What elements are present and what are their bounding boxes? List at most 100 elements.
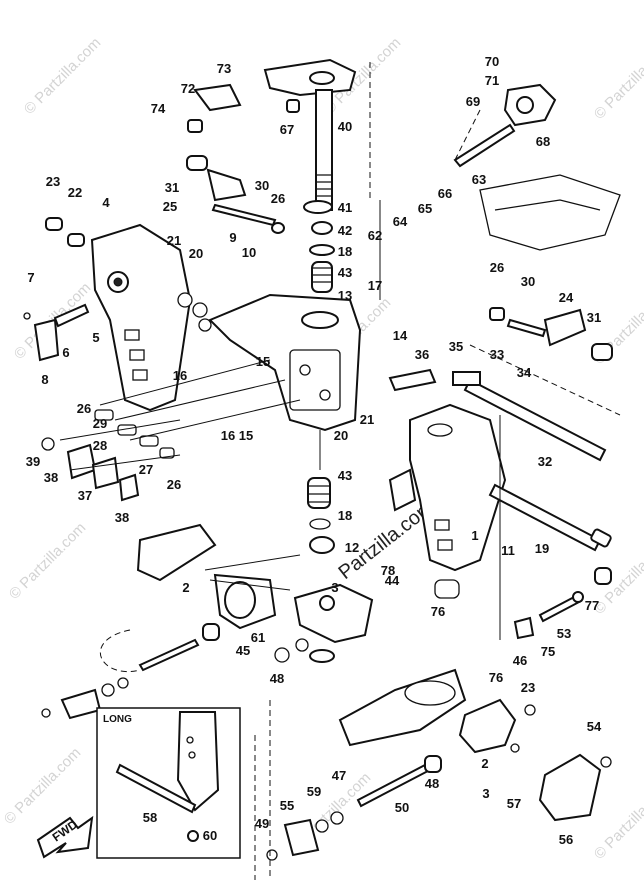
part-callout-43: 43 [338, 265, 352, 280]
part-callout-53: 53 [557, 626, 571, 641]
part-callout-73: 73 [217, 61, 231, 76]
part-callout-14: 14 [393, 328, 408, 343]
part-callout-49: 49 [255, 816, 269, 831]
part-callout-27: 27 [139, 462, 153, 477]
part-callout-10: 10 [242, 245, 256, 260]
part-callout-13: 13 [338, 288, 352, 303]
part-callout-77: 77 [585, 598, 599, 613]
part-callout-50: 50 [395, 800, 409, 815]
watermark: © Partzilla.com [21, 34, 104, 117]
part-callout-33: 33 [490, 347, 504, 362]
part-callout-26: 26 [490, 260, 504, 275]
part-callout-15: 15 [239, 428, 253, 443]
part-callout-48: 48 [270, 671, 284, 686]
part-callout-36: 36 [415, 347, 429, 362]
part-callout-69: 69 [466, 94, 480, 109]
part-callout-16: 16 [221, 428, 235, 443]
part-callout-11: 11 [501, 543, 515, 558]
part-callout-6: 6 [62, 345, 69, 360]
tilt-pin-parts [23, 217, 212, 362]
part-callout-39: 39 [26, 454, 40, 469]
thru-tube [388, 368, 612, 552]
part-callout-23: 23 [46, 174, 60, 189]
part-callout-32: 32 [538, 454, 552, 469]
swivel-bracket [208, 293, 362, 432]
part-callout-59: 59 [307, 784, 321, 799]
part-callout-65: 65 [418, 201, 432, 216]
part-callout-30: 30 [521, 274, 535, 289]
part-callout-61: 61 [251, 630, 265, 645]
forward-arrow: FWD [36, 815, 94, 859]
part-callout-25: 25 [163, 199, 177, 214]
watermark: © Partzilla.com [591, 39, 644, 122]
lower-right-bolts [434, 567, 612, 640]
part-callout-45: 45 [236, 643, 250, 658]
watermark: © Partzilla.com [1, 744, 84, 827]
part-callout-46: 46 [513, 653, 527, 668]
part-callout-20: 20 [189, 246, 203, 261]
part-callout-35: 35 [449, 339, 463, 354]
part-callout-47: 47 [332, 768, 346, 783]
part-callout-21: 21 [167, 233, 181, 248]
part-callout-55: 55 [280, 798, 294, 813]
watermark: © Partzilla.com [6, 519, 89, 602]
part-callout-76: 76 [489, 670, 503, 685]
part-callout-30: 30 [255, 178, 269, 193]
top-small-parts [186, 83, 300, 234]
part-callout-26: 26 [77, 401, 91, 416]
part-callout-54: 54 [587, 719, 602, 734]
part-callout-43: 43 [338, 468, 352, 483]
part-callout-72: 72 [181, 81, 195, 96]
inset-label: LONG [103, 714, 132, 725]
part-callout-3: 3 [482, 786, 489, 801]
part-callout-28: 28 [93, 438, 107, 453]
part-callout-76: 76 [431, 604, 445, 619]
tilt-lever-right [452, 307, 613, 386]
part-callout-42: 42 [338, 223, 352, 238]
part-callout-24: 24 [559, 290, 574, 305]
part-callout-12: 12 [345, 540, 359, 555]
tilt-rod-parts [41, 409, 175, 502]
leader-lines [59, 62, 621, 880]
part-callout-3: 3 [331, 580, 338, 595]
lower-casing [338, 668, 612, 822]
part-callout-75: 75 [541, 644, 555, 659]
part-callout-57: 57 [507, 796, 521, 811]
part-callout-64: 64 [393, 214, 408, 229]
part-callout-8: 8 [41, 372, 48, 387]
part-callout-41: 41 [338, 200, 352, 215]
part-callout-34: 34 [517, 365, 532, 380]
part-callout-2: 2 [481, 756, 488, 771]
part-callout-19: 19 [535, 541, 549, 556]
part-callout-40: 40 [338, 119, 352, 134]
long-shaft-inset: LONG [96, 707, 241, 859]
part-callout-56: 56 [559, 832, 573, 847]
part-callout-21: 21 [360, 412, 374, 427]
part-callout-44: 44 [385, 573, 400, 588]
bottom-bolts [266, 755, 442, 861]
part-callout-29: 29 [93, 416, 107, 431]
part-callout-37: 37 [78, 488, 92, 503]
part-callout-31: 31 [587, 310, 601, 325]
part-callout-16: 16 [173, 368, 187, 383]
part-callout-9: 9 [229, 230, 236, 245]
part-callout-38: 38 [44, 470, 58, 485]
part-callout-18: 18 [338, 508, 352, 523]
part-callout-38: 38 [115, 510, 129, 525]
part-callout-4: 4 [102, 195, 110, 210]
part-callout-23: 23 [521, 680, 535, 695]
part-callout-71: 71 [485, 73, 499, 88]
watermark: © Partzilla.com [591, 779, 644, 862]
part-callout-58: 58 [143, 810, 157, 825]
part-callout-17: 17 [368, 278, 382, 293]
anode-assembly [41, 623, 220, 720]
part-callout-15: 15 [256, 354, 270, 369]
part-callout-63: 63 [472, 172, 486, 187]
part-callout-2: 2 [182, 580, 189, 595]
lower-mount-parts [293, 477, 374, 663]
clamp-screw [453, 83, 621, 251]
part-callout-62: 62 [368, 228, 382, 243]
